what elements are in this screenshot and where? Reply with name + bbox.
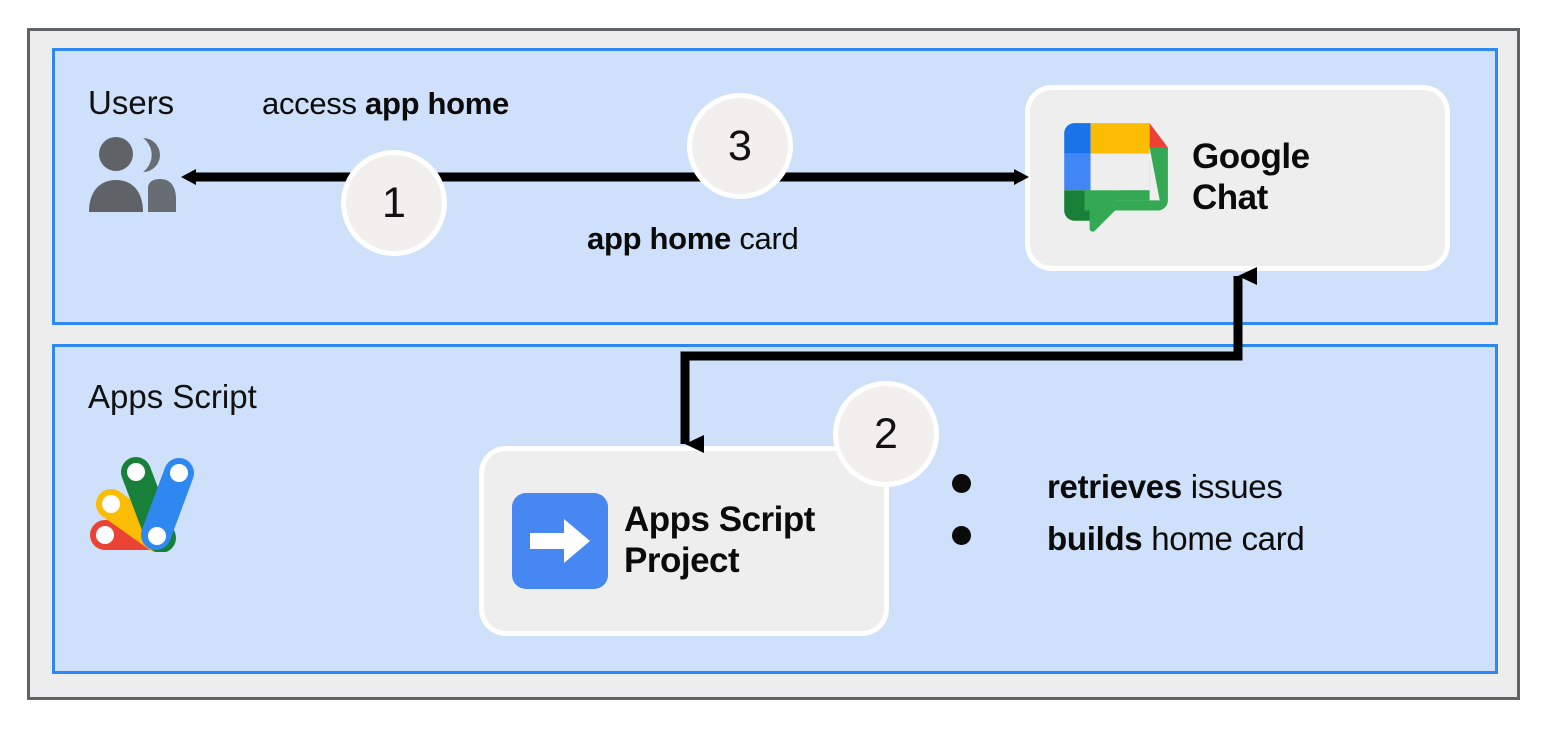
edge-label-bold: app home [365, 86, 510, 121]
card-apps-script-project[interactable]: Apps Script Project [484, 451, 884, 631]
step-badge-1: 1 [346, 155, 442, 251]
panel-apps-script-title: Apps Script [88, 378, 257, 415]
apps-script-actions-list: retrieves issues builds home card [952, 468, 1305, 572]
edge-label-tail: card [731, 221, 799, 256]
edge-label-access-app-home: access app home [262, 86, 509, 122]
panel-users-title: Users [88, 84, 175, 121]
list-item-rest: issues [1181, 468, 1283, 505]
list-item-bold: retrieves [1047, 468, 1182, 505]
edge-label-plain: access [262, 86, 365, 121]
google-chat-icon [1064, 123, 1168, 232]
list-item-bold: builds [1047, 520, 1143, 557]
edge-label-app-home-card: app home card [587, 221, 799, 257]
users-group-icon [89, 137, 176, 212]
step-badge-3: 3 [692, 98, 788, 194]
card-apps-script-project-label: Apps Script Project [624, 500, 815, 580]
card-google-chat-label: Google Chat [1192, 137, 1310, 217]
list-item-text: retrieves issues [1047, 468, 1283, 506]
step-badge-2: 2 [838, 386, 934, 482]
bullet-dot-icon [952, 474, 971, 493]
bullet-dot-icon [952, 526, 971, 545]
list-item: builds home card [952, 520, 1305, 558]
edge-label-bold: app home [587, 221, 732, 256]
list-item-text: builds home card [1047, 520, 1305, 558]
apps-script-project-icon [512, 493, 608, 589]
list-item-rest: home card [1142, 520, 1305, 557]
card-google-chat[interactable]: Google Chat [1030, 90, 1445, 266]
apps-script-logo-icon [90, 457, 194, 552]
list-item: retrieves issues [952, 468, 1304, 506]
